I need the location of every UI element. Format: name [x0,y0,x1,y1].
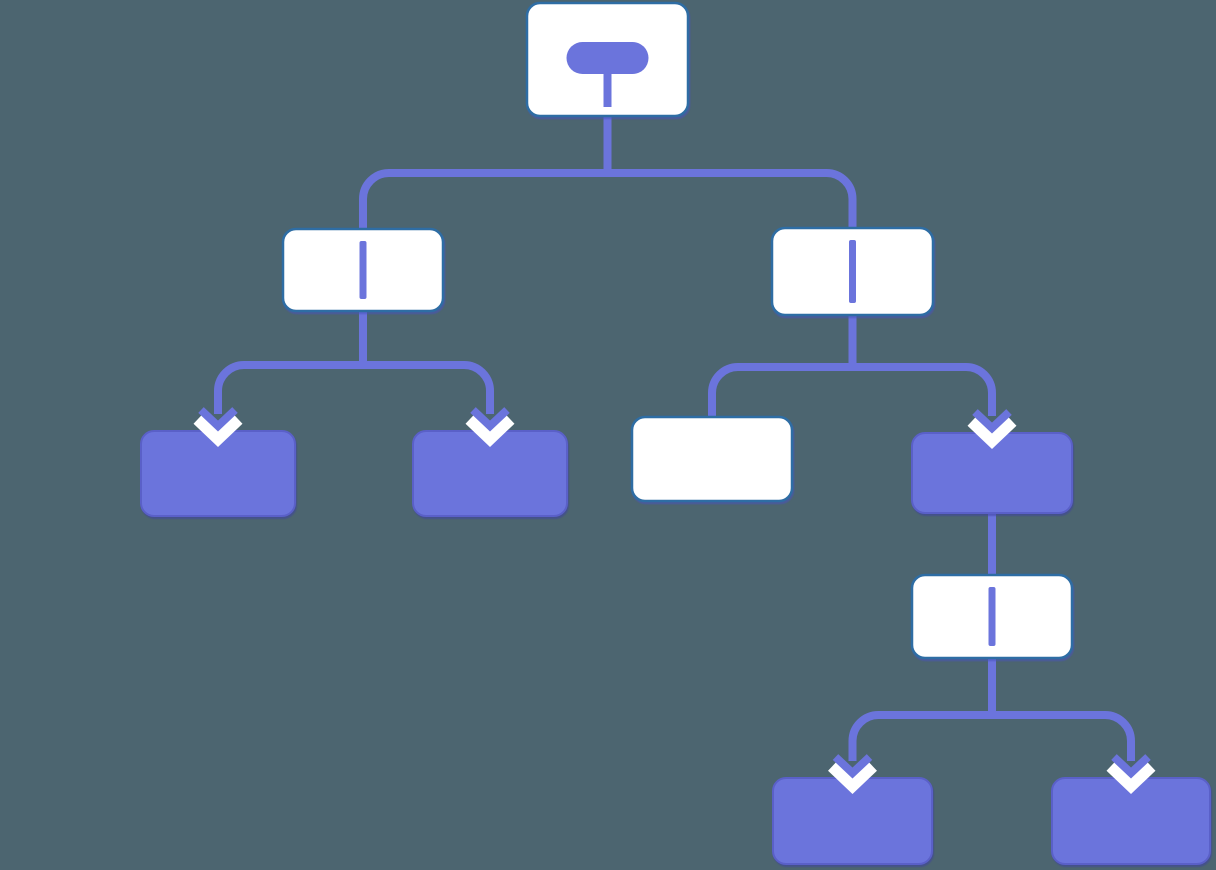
edge-bus-mid-white [848,711,1135,761]
connector-lines-layer [214,116,1135,761]
arrow-chevron-purple-icon [470,407,510,432]
arrow-chevron-white-icon [967,416,1017,449]
arrowheads-layer [193,407,1156,794]
node-mid-white-inner-bar [988,587,996,646]
arrow-chevron-purple-icon [1111,754,1151,779]
node-root-pill-stem [603,73,612,107]
arrowhead-into-leaf-1 [193,407,243,447]
arrow-chevron-purple-icon [198,407,238,432]
arrow-chevron-white-icon [465,414,515,447]
arrow-chevron-purple-icon [832,754,873,779]
arrowhead-into-mid-purple [967,409,1017,449]
node-branch-left-inner-bar [359,241,367,299]
node-root-pill [566,42,649,74]
arrowhead-into-leaf-4 [1106,754,1156,794]
edge-bus-branch-left [214,361,494,414]
arrow-chevron-white-icon [193,414,243,447]
arrowhead-into-leaf-3 [828,754,877,794]
arrow-chevron-white-icon [1106,761,1156,794]
arrow-chevron-white-icon [828,761,877,794]
node-child-plain [630,415,794,503]
nodes-layer [140,1,1211,865]
edge-bus-branch-right [708,363,996,419]
arrowhead-into-leaf-2 [465,407,515,447]
edge-bus-root [359,169,857,231]
node-branch-right-inner-bar [849,240,856,303]
arrow-chevron-purple-icon [972,409,1012,434]
